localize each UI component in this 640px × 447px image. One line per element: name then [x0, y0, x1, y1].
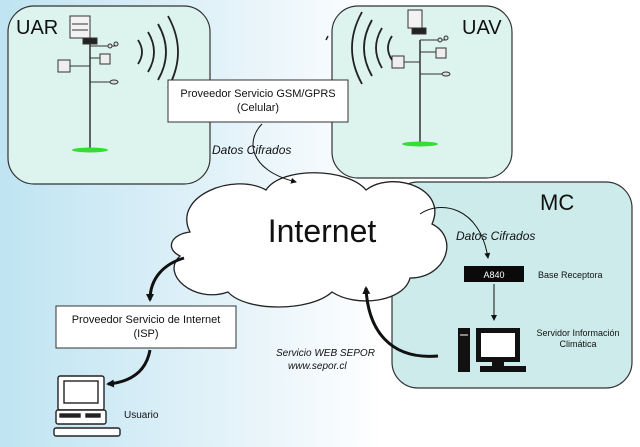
- uar-station: UAR: [7, 5, 211, 185]
- gsm-provider-sublabel: (Celular): [237, 102, 279, 114]
- server-sublabel: Climática: [559, 339, 596, 349]
- internet-to-isp-arrow: [146, 256, 185, 302]
- weather-mast-icon: [57, 15, 119, 148]
- ground-marker: [402, 141, 438, 147]
- uav-station: UAV: [325, 5, 513, 179]
- web-service-url: www.sepor.cl: [288, 361, 347, 372]
- user-computer-icon: [53, 375, 121, 437]
- isp-sublabel: (ISP): [133, 328, 158, 340]
- uar-label: UAR: [16, 17, 58, 39]
- gsm-provider-label: Proveedor Servicio GSM/GPRS: [180, 88, 335, 100]
- isp-box: Proveedor Servicio de Internet (ISP): [55, 305, 237, 349]
- internet-cloud: Internet: [170, 172, 448, 308]
- gsm-provider-box: Proveedor Servicio GSM/GPRS (Celular): [167, 79, 349, 123]
- mc-label: MC: [540, 190, 574, 215]
- receiver-device: A840 Base Receptora: [464, 266, 603, 282]
- receiver-label: Base Receptora: [538, 270, 603, 280]
- server-label: Servidor Información: [536, 328, 619, 338]
- web-service-label: Servicio WEB SEPOR: [276, 348, 375, 359]
- user-label: Usuario: [124, 410, 159, 421]
- server-computer-icon: [458, 328, 526, 372]
- isp-to-user-arrow: [106, 349, 152, 388]
- weather-mast-icon: [391, 9, 451, 142]
- server-to-internet-arrow: [362, 286, 439, 358]
- gsm-to-internet-arrow: [252, 123, 297, 184]
- encrypted-data-mc-label: Datos Cifrados: [456, 229, 535, 243]
- receiver-device-label: A840: [483, 270, 504, 280]
- encrypted-data-label: Datos Cifrados: [212, 143, 291, 157]
- ground-marker: [72, 147, 108, 153]
- uav-label: UAV: [462, 17, 502, 39]
- isp-label: Proveedor Servicio de Internet: [72, 314, 221, 326]
- radio-waves-icon: [351, 11, 393, 85]
- mc-center: MC: [391, 181, 633, 389]
- internet-to-receiver-arrow: [419, 207, 491, 259]
- internet-label: Internet: [268, 213, 377, 249]
